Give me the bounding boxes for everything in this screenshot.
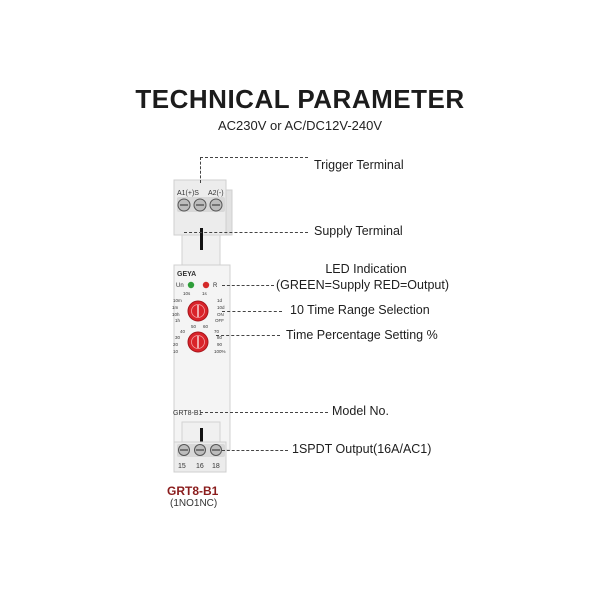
trigger-leader-line — [200, 157, 308, 158]
svg-text:1m: 1m — [172, 305, 179, 310]
time-percent-leader-line — [216, 335, 280, 336]
time-range-label: 10 Time Range Selection — [290, 303, 430, 317]
svg-text:ON: ON — [217, 312, 224, 317]
bottom-screws — [177, 444, 225, 457]
model-on-face: GRT8-B1 — [173, 410, 203, 417]
trigger-terminal-label: Trigger Terminal — [314, 158, 404, 172]
footer-contact: (1NO1NC) — [170, 498, 218, 509]
svg-text:60: 60 — [203, 324, 209, 329]
svg-text:1h: 1h — [175, 318, 181, 323]
led-indication-detail: (GREEN=Supply RED=Output) — [276, 278, 449, 292]
model-no-label: Model No. — [332, 404, 389, 418]
svg-text:10s: 10s — [183, 291, 191, 296]
svg-text:50: 50 — [191, 324, 197, 329]
time-percent-label: Time Percentage Setting % — [286, 328, 438, 342]
led-label-un: Un — [176, 283, 184, 289]
svg-text:80: 80 — [217, 335, 223, 340]
svg-text:1s: 1s — [202, 291, 208, 296]
svg-text:10h: 10h — [172, 312, 180, 317]
svg-text:20: 20 — [173, 342, 179, 347]
footer-model: GRT8-B1 — [167, 484, 219, 498]
trigger-leader-vertical — [200, 157, 201, 183]
output-label: 1SPDT Output(16A/AC1) — [292, 442, 432, 456]
svg-text:40: 40 — [180, 329, 186, 334]
time-percentage-dial: 50 60 40 70 30 80 20 90 10 100% — [173, 324, 226, 354]
svg-text:30: 30 — [175, 335, 181, 340]
relay-body — [173, 264, 231, 451]
svg-text:70: 70 — [214, 329, 220, 334]
terminal-label-a1: A1(+)S — [177, 190, 199, 197]
green-led — [187, 281, 195, 289]
relay-device: A1(+)S A2(-) GEYA Un R 10s 1s 10m 1d 1m … — [172, 179, 233, 473]
led-indication-title: LED Indication — [325, 262, 407, 276]
svg-text:100%: 100% — [214, 349, 226, 354]
svg-text:OFF: OFF — [215, 318, 224, 323]
supply-terminal-label: Supply Terminal — [314, 224, 403, 238]
supply-leader-line — [184, 232, 308, 233]
page-subtitle: AC230V or AC/DC12V-240V — [217, 118, 383, 133]
time-range-leader-line — [222, 311, 282, 312]
model-leader-line — [200, 412, 328, 413]
terminal-label-16: 16 — [196, 463, 204, 470]
output-leader-line — [222, 450, 288, 451]
svg-text:90: 90 — [217, 342, 223, 347]
red-led — [202, 281, 210, 289]
top-screws — [177, 197, 225, 212]
svg-text:10m: 10m — [173, 298, 182, 303]
svg-text:10: 10 — [173, 349, 179, 354]
time-range-dial: 10s 1s 10m 1d 1m 10d 10h ON 1h OFF — [172, 291, 225, 323]
svg-text:10d: 10d — [217, 305, 225, 310]
brand-logo: GEYA — [177, 271, 196, 278]
led-leader-line — [222, 285, 274, 286]
terminal-label-a2: A2(-) — [208, 190, 224, 197]
terminal-label-18: 18 — [212, 463, 220, 470]
page-title: TECHNICAL PARAMETER — [135, 84, 465, 114]
terminal-label-15: 15 — [178, 463, 186, 470]
led-label-r: R — [213, 283, 218, 289]
svg-text:1d: 1d — [217, 298, 223, 303]
